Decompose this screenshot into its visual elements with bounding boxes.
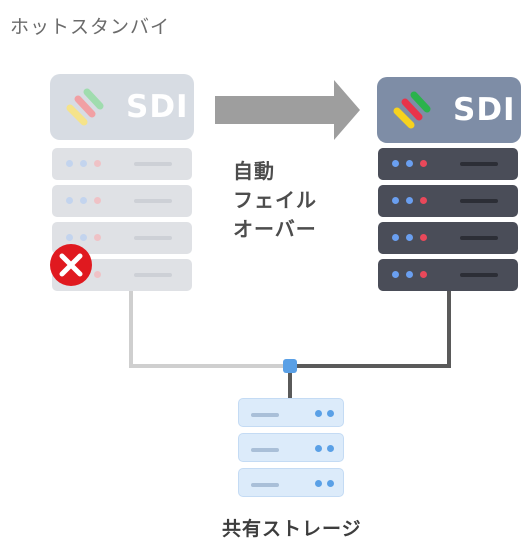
server-unit [378,148,518,180]
primary-sdi-label: SDI [126,89,189,125]
storage-unit [238,468,344,497]
server-unit [378,222,518,254]
junction-node [283,359,297,373]
shared-storage-label: 共有ストレージ [222,518,362,540]
failover-label-line: フェイル [233,188,317,212]
primary-link-line [129,288,290,368]
failover-arrow-icon [215,80,360,140]
server-unit [378,185,518,217]
server-unit [378,259,518,291]
primary-sdi-badge: SDI [50,74,194,140]
server-unit [52,148,192,180]
server-unit [52,185,192,217]
standby-link-line [290,288,451,368]
standby-server-rack [378,148,518,296]
failover-label: 自動 フェイル オーバー [233,157,317,244]
storage-unit [238,433,344,462]
failover-label-line: 自動 [233,159,275,183]
standby-sdi-badge: SDI [377,77,521,143]
standby-sdi-label: SDI [453,92,516,128]
sdi-logo-icon [393,91,431,129]
failover-label-line: オーバー [233,217,317,241]
storage-unit [238,398,344,427]
shared-storage-rack [238,398,344,503]
sdi-logo-icon [66,88,104,126]
error-x-icon [50,244,92,286]
page-title: ホットスタンバイ [10,16,171,38]
